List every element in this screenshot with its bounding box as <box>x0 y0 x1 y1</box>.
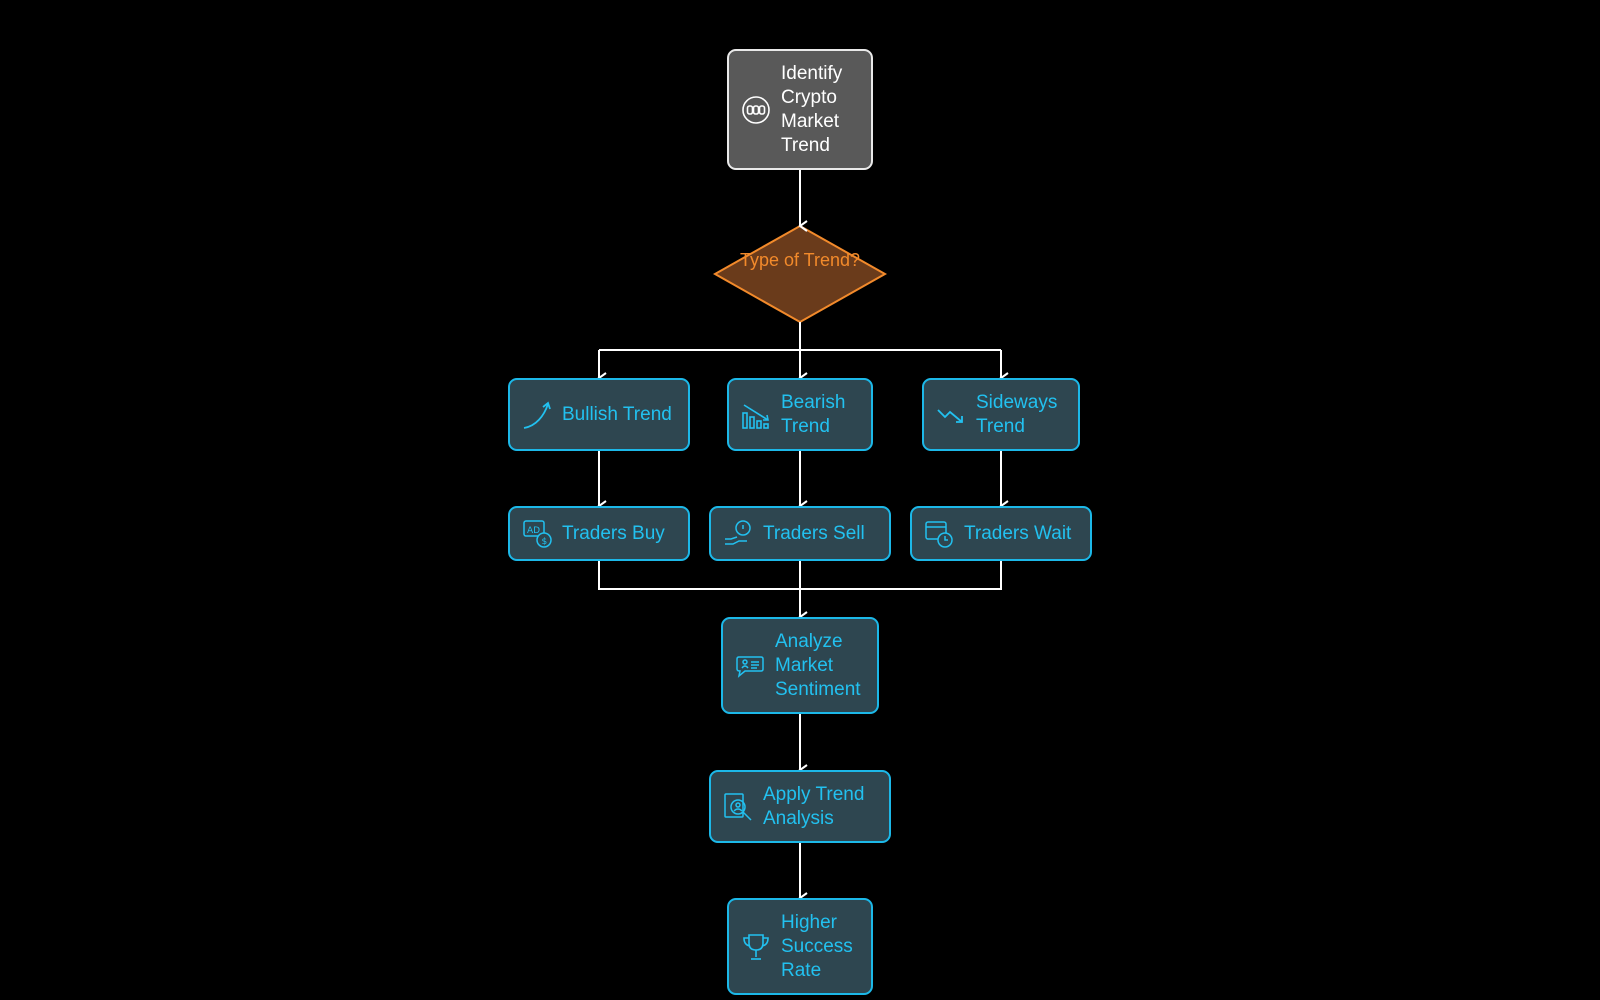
connector-decision-to-split <box>599 322 1001 351</box>
higher-success-rate-label: Higher Success Rate <box>781 911 853 981</box>
hand-coin-icon <box>723 519 753 549</box>
traders-buy-node: AD $ Traders Buy <box>508 506 690 561</box>
decision-diamond <box>712 224 888 324</box>
analyze-sentiment-label: Analyze Market Sentiment <box>775 630 861 700</box>
rising-curve-icon <box>522 400 552 430</box>
traders-buy-label: Traders Buy <box>562 522 665 544</box>
sideways-trend-node: Sideways Trend <box>922 378 1080 451</box>
magnify-document-icon <box>723 792 753 822</box>
ad-dollar-icon: AD $ <box>522 519 552 549</box>
declining-bars-icon <box>741 400 771 430</box>
trophy-icon <box>741 932 771 962</box>
start-node-label: Identify Crypto Market Trend <box>781 62 843 156</box>
higher-success-rate-node: Higher Success Rate <box>727 898 873 995</box>
start-node: Identify Crypto Market Trend <box>727 49 873 170</box>
bullish-trend-label: Bullish Trend <box>562 403 672 425</box>
browser-clock-icon <box>924 519 954 549</box>
decision-label: Type of Trend? <box>739 250 861 270</box>
traders-sell-node: Traders Sell <box>709 506 891 561</box>
coins-icon <box>741 95 771 125</box>
sideways-trend-label: Sideways Trend <box>976 391 1058 437</box>
bearish-trend-label: Bearish Trend <box>781 391 846 437</box>
chat-bubble-icon <box>735 651 765 681</box>
svg-text:AD: AD <box>527 526 540 536</box>
traders-wait-label: Traders Wait <box>964 522 1072 544</box>
bearish-trend-node: Bearish Trend <box>727 378 873 451</box>
svg-text:$: $ <box>542 537 548 547</box>
bullish-trend-node: Bullish Trend <box>508 378 690 451</box>
downtrend-arrow-icon <box>936 400 966 430</box>
traders-sell-label: Traders Sell <box>763 522 865 544</box>
apply-trend-analysis-label: Apply Trend Analysis <box>763 783 865 829</box>
analyze-sentiment-node: Analyze Market Sentiment <box>721 617 879 714</box>
connector-actions-merge <box>598 561 1002 617</box>
apply-trend-analysis-node: Apply Trend Analysis <box>709 770 891 843</box>
traders-wait-node: Traders Wait <box>910 506 1092 561</box>
